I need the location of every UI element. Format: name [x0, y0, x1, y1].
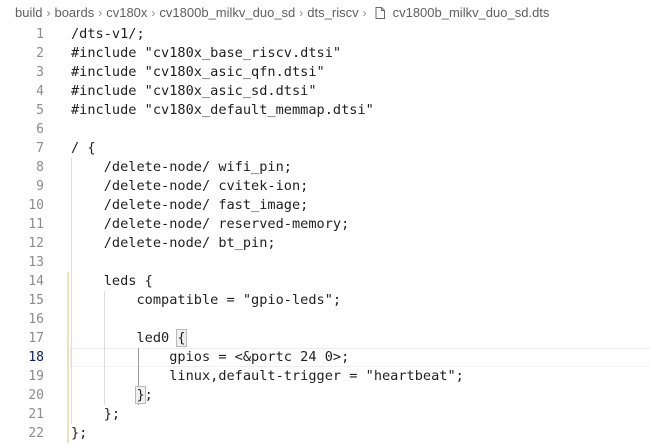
code-text[interactable]: #include "cv180x_asic_sd.dtsi"	[71, 83, 317, 99]
chevron-right-icon: ›	[98, 5, 103, 20]
breadcrumb-item-dts-riscv[interactable]: dts_riscv	[307, 5, 359, 20]
code-text[interactable]: linux,default-trigger = "heartbeat";	[71, 368, 464, 384]
matched-bracket: }	[135, 386, 146, 404]
line-number: 19	[28, 369, 44, 384]
line-number: 16	[28, 312, 44, 327]
code-line[interactable]: 11 /delete-node/ reserved-memory;	[0, 215, 650, 234]
code-text[interactable]: };	[71, 425, 88, 441]
code-text[interactable]: leds {	[71, 273, 153, 289]
code-line[interactable]: 19 linux,default-trigger = "heartbeat";	[0, 367, 650, 386]
code-text[interactable]: /delete-node/ bt_pin;	[71, 235, 276, 251]
code-text[interactable]: #include "cv180x_base_riscv.dtsi"	[71, 45, 342, 61]
line-number: 21	[28, 407, 44, 422]
code-line[interactable]: 22};	[0, 424, 650, 443]
line-number: 9	[36, 179, 44, 194]
code-line[interactable]: 1/dts-v1/;	[0, 25, 650, 44]
code-text[interactable]: /delete-node/ cvitek-ion;	[71, 178, 309, 194]
code-text[interactable]: };	[71, 406, 121, 422]
code-line[interactable]: 8 /delete-node/ wifi_pin;	[0, 158, 650, 177]
line-number: 2	[36, 46, 44, 61]
modified-line-marker	[67, 272, 69, 443]
code-line[interactable]: 15 compatible = "gpio-leds";	[0, 291, 650, 310]
breadcrumb: build›boards›cv180x›cv1800b_milkv_duo_sd…	[0, 0, 650, 25]
chevron-right-icon: ›	[46, 5, 51, 20]
code-line[interactable]: 10 /delete-node/ fast_image;	[0, 196, 650, 215]
line-number: 13	[28, 255, 44, 270]
code-text[interactable]: #include "cv180x_default_memmap.dtsi"	[71, 102, 374, 118]
code-line[interactable]: 3 #include "cv180x_asic_qfn.dtsi"	[0, 63, 650, 82]
code-text[interactable]: /delete-node/ reserved-memory;	[71, 216, 350, 232]
code-line[interactable]: 2 #include "cv180x_base_riscv.dtsi"	[0, 44, 650, 63]
line-number: 14	[28, 274, 44, 289]
chevron-right-icon: ›	[299, 5, 304, 20]
code-line[interactable]: 18 gpios = <&portc 24 0>;	[0, 348, 650, 367]
line-number: 22	[28, 426, 44, 441]
line-number: 4	[36, 84, 44, 99]
breadcrumb-item-boards[interactable]: boards	[54, 5, 95, 20]
line-number: 10	[28, 198, 44, 213]
line-number: 1	[36, 27, 44, 42]
code-line[interactable]: 4 #include "cv180x_asic_sd.dtsi"	[0, 82, 650, 101]
code-line[interactable]: 7 / {	[0, 139, 650, 158]
code-text[interactable]: led0 {	[71, 329, 187, 347]
code-line[interactable]: 13	[0, 253, 650, 272]
breadcrumb-file[interactable]: cv1800b_milkv_duo_sd.dts	[392, 5, 550, 20]
code-text[interactable]: / {	[71, 140, 96, 156]
current-line-highlight	[70, 348, 650, 367]
code-line[interactable]: 6	[0, 120, 650, 139]
code-line[interactable]: 9 /delete-node/ cvitek-ion;	[0, 177, 650, 196]
chevron-right-icon: ›	[362, 5, 367, 20]
breadcrumb-item-cv1800b-milkv-duo-sd[interactable]: cv1800b_milkv_duo_sd	[159, 5, 296, 20]
code-line[interactable]: 21 };	[0, 405, 650, 424]
code-text[interactable]: };	[135, 386, 153, 404]
indent-guide	[104, 291, 105, 405]
line-number: 6	[36, 122, 44, 137]
code-line[interactable]: 14 leds {	[0, 272, 650, 291]
line-number: 7	[36, 141, 44, 156]
line-number: 8	[36, 160, 44, 175]
breadcrumb-item-build[interactable]: build	[15, 5, 43, 20]
line-number: 12	[28, 236, 44, 251]
line-number: 5	[36, 103, 44, 118]
code-line[interactable]: 12 /delete-node/ bt_pin;	[0, 234, 650, 253]
file-icon	[375, 6, 385, 19]
indent-guide	[71, 158, 72, 424]
code-editor[interactable]: 1/dts-v1/; 2 #include "cv180x_base_riscv.d…	[0, 25, 650, 448]
code-text[interactable]: /dts-v1/;	[71, 26, 145, 42]
code-line[interactable]: 20 };	[0, 386, 650, 405]
code-text[interactable]: #include "cv180x_asic_qfn.dtsi"	[71, 64, 325, 80]
line-number: 3	[36, 65, 44, 80]
breadcrumb-item-cv180x[interactable]: cv180x	[106, 5, 148, 20]
line-number: 17	[28, 331, 44, 346]
chevron-right-icon: ›	[151, 5, 156, 20]
code-text[interactable]: gpios = <&portc 24 0>;	[71, 349, 350, 365]
code-text[interactable]: compatible = "gpio-leds";	[71, 292, 342, 308]
matched-bracket: {	[176, 329, 187, 347]
code-line[interactable]: 16	[0, 310, 650, 329]
code-text[interactable]: /delete-node/ wifi_pin;	[71, 159, 292, 175]
code-text[interactable]: /delete-node/ fast_image;	[71, 197, 309, 213]
bracket-pair-guide	[138, 348, 139, 405]
line-number: 11	[28, 217, 44, 232]
line-number: 20	[28, 388, 44, 403]
line-number: 18	[28, 350, 44, 365]
code-line[interactable]: 5 #include "cv180x_default_memmap.dtsi"	[0, 101, 650, 120]
code-line[interactable]: 17 led0 {	[0, 329, 650, 348]
line-number: 15	[28, 293, 44, 308]
